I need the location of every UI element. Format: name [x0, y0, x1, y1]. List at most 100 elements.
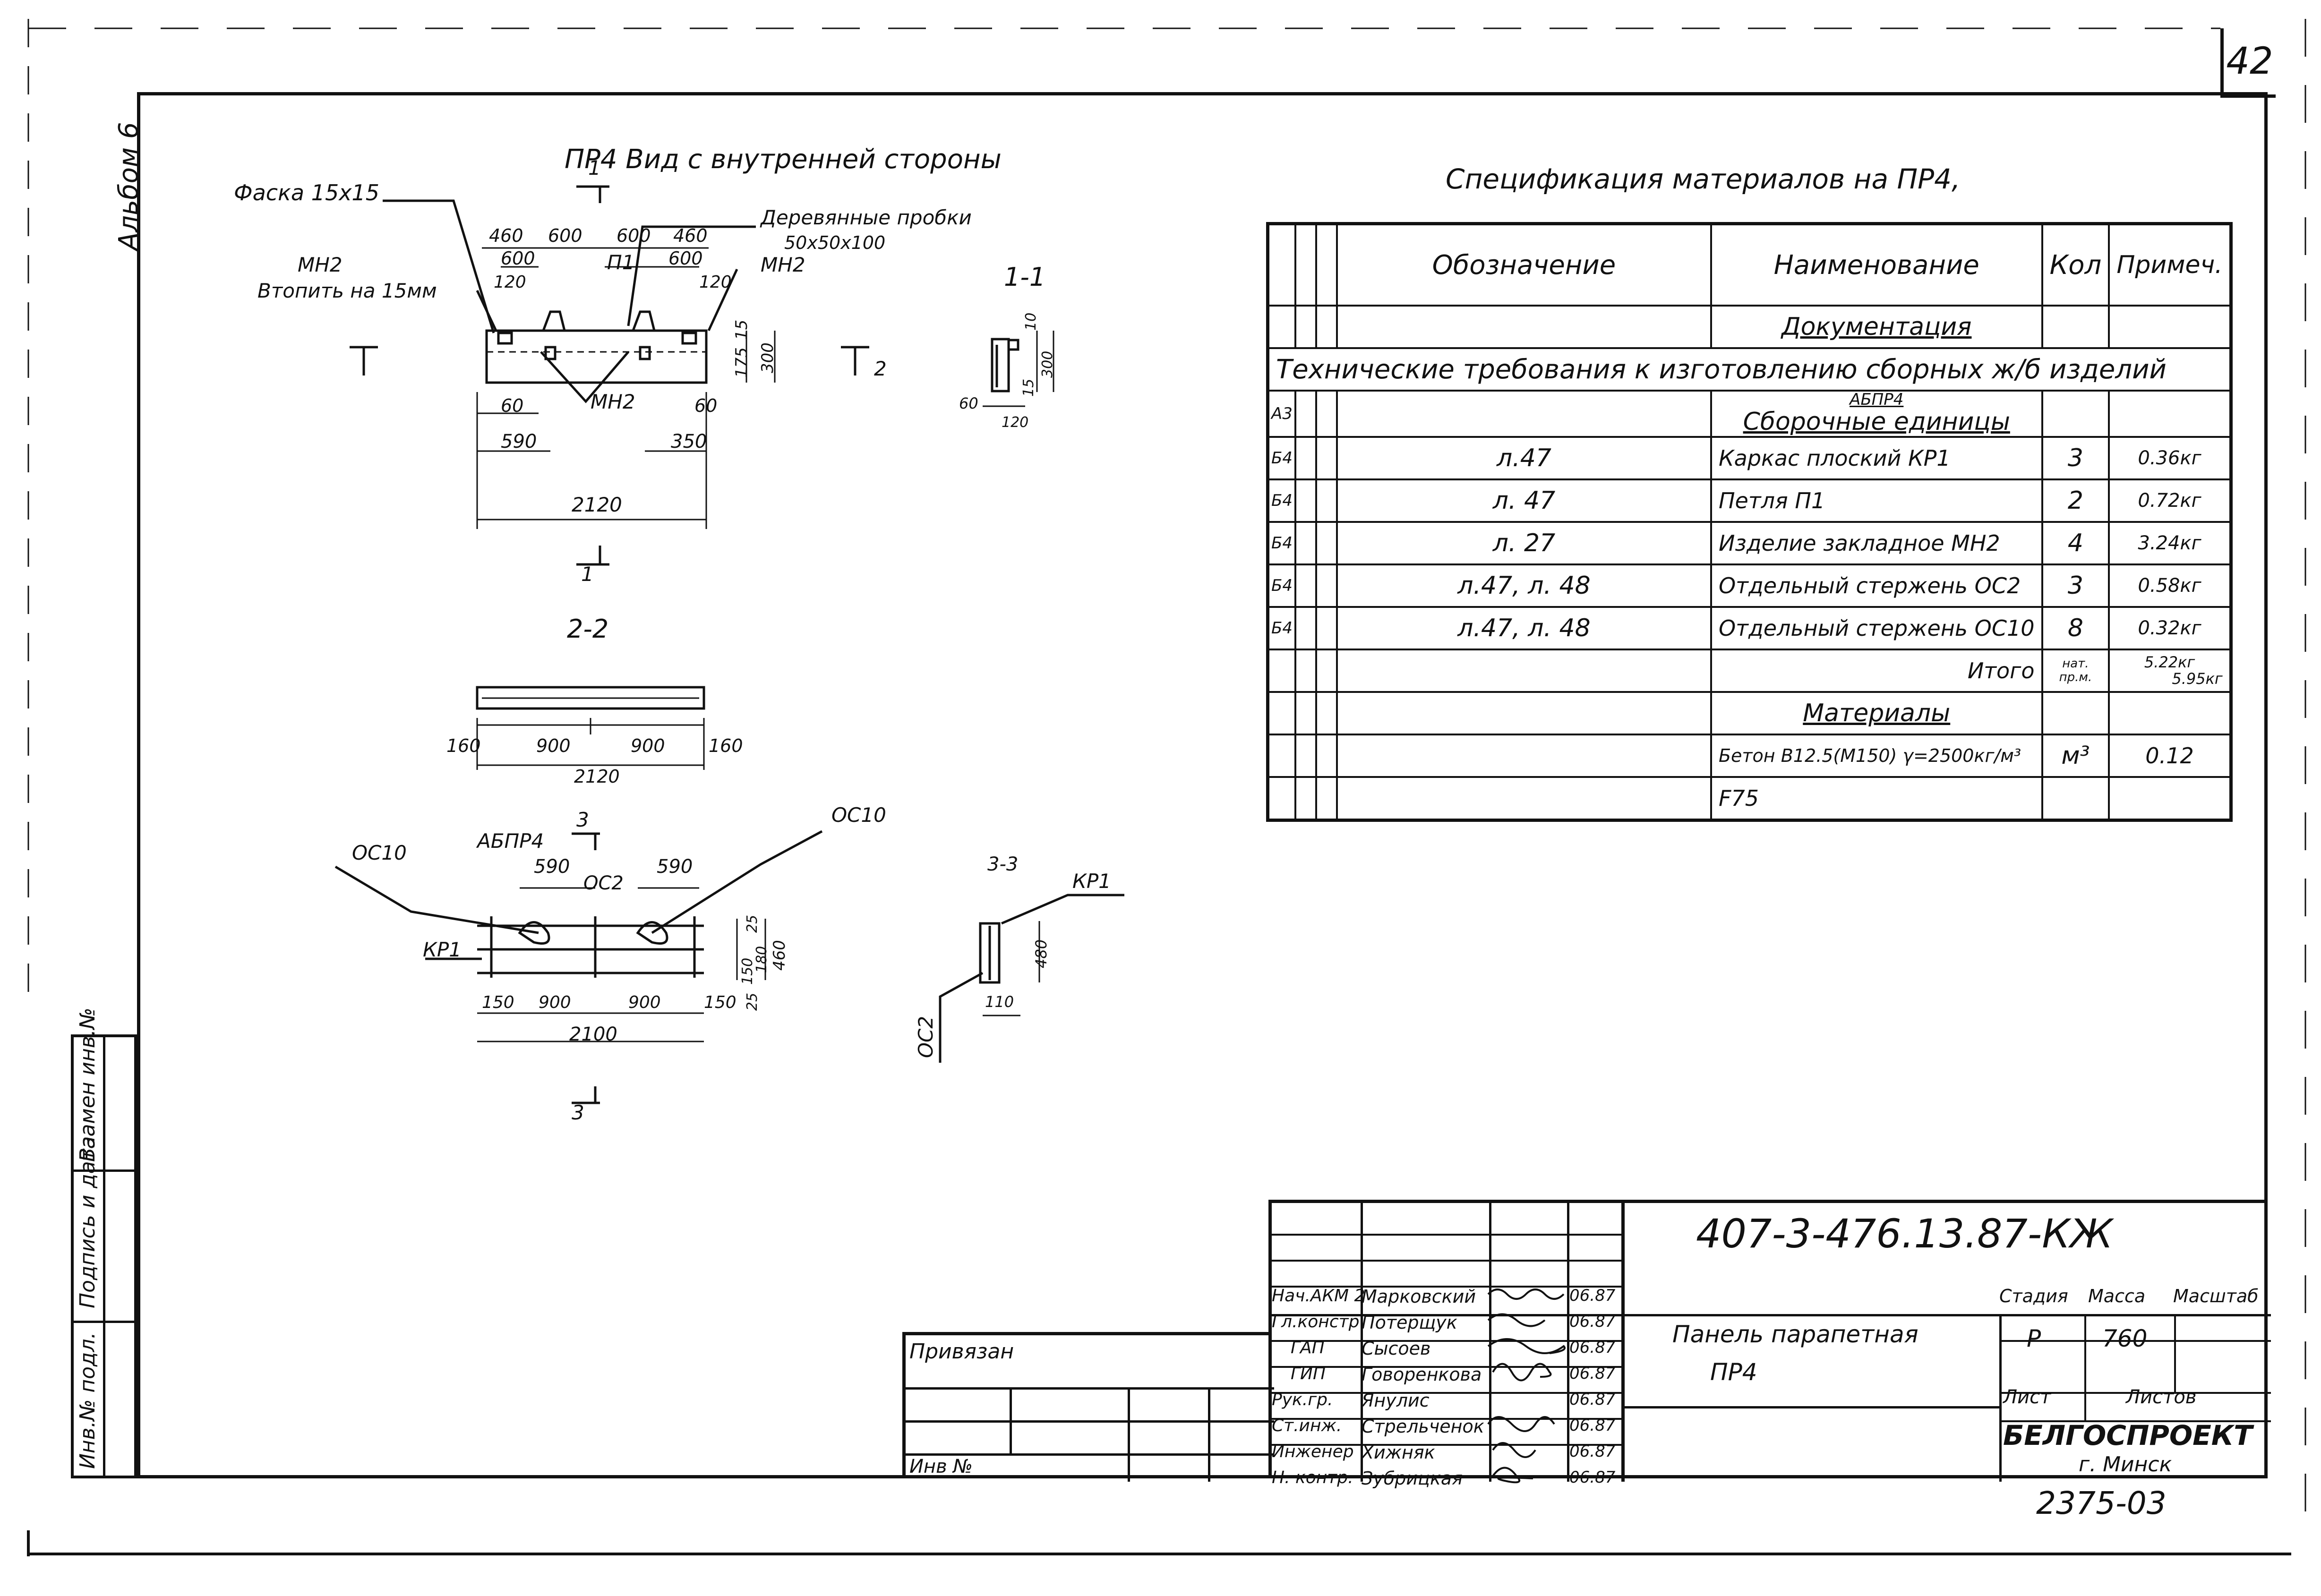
staff-role: Нач.АКМ 2 [1272, 1286, 1365, 1306]
row-note: 0.36кг [2108, 436, 2232, 480]
product-name-line1: Панель парапетная [1672, 1321, 1918, 1348]
sec11-dim-3: 120 [1002, 414, 1029, 431]
dim-top2: 600 [668, 248, 703, 269]
section-3-3 [939, 894, 1124, 1063]
stage-header: Стадия [1999, 1286, 2068, 1306]
staff-date: 06.87 [1569, 1416, 1616, 1435]
label-mn2-note: Втопить на 15мм [257, 279, 437, 302]
staff-role: Инженер [1272, 1442, 1354, 1461]
concrete-unit: м³ [2041, 734, 2110, 778]
label-mn2-top-right: МН2 [761, 253, 805, 276]
row-designation: л.47 [1336, 436, 1712, 480]
label-kp1-left: КР1 [423, 938, 462, 961]
row-note: 0.72кг [2108, 478, 2232, 523]
label-abpr4: АБПР4 [477, 829, 544, 853]
row-designation: л. 47 [1336, 478, 1712, 523]
staff-role: Рук.гр. [1272, 1390, 1333, 1409]
staff-name: Янулис [1362, 1390, 1430, 1411]
staff-role: Гл.констр [1272, 1312, 1360, 1331]
label-mn2-bottom: МН2 [591, 390, 635, 413]
dim-bottom-3: 150 [704, 993, 737, 1012]
row-designation: л.47, л. 48 [1336, 563, 1712, 608]
sec33-dim-0: 110 [985, 993, 1014, 1011]
staff-date: 06.87 [1569, 1390, 1616, 1409]
row-format: Б4 [1267, 521, 1296, 565]
dim-22-0: 160 [446, 735, 481, 756]
dim-350: 350 [671, 431, 707, 452]
staff-name: Сысоев [1362, 1338, 1431, 1359]
label-section-2-2: 2-2 [567, 614, 609, 644]
dim-top-0: 460 [489, 225, 523, 246]
staff-row: ГАП Сысоев 06.87 [1272, 1336, 1621, 1362]
dim-top-4: 460 [673, 225, 708, 246]
spec-row-materials: Материалы [1267, 691, 2232, 735]
dim-top-2: 600 [617, 225, 651, 246]
total-qty: нат. пр.м. [2041, 649, 2110, 693]
dims-33-top-0: 590 [534, 856, 570, 878]
staff-row: Рук.гр. Янулис 06.87 [1272, 1388, 1621, 1414]
table-row: Б4 л.47, л. 48 Отдельный стержень ОС2 3 … [1267, 563, 2232, 608]
row-format: Б4 [1267, 563, 1296, 608]
dims-33-top-1: 590 [657, 856, 693, 878]
row-format: Б4 [1267, 606, 1296, 650]
title-block [1268, 1200, 2271, 1482]
label-mark-3-bottom: 3 [572, 1101, 584, 1124]
spec-table: Обозначение Наименование Кол Примеч. Док… [1266, 222, 2233, 822]
dim-top-1: 600 [548, 225, 582, 246]
sheets-label: Листов [2126, 1386, 2197, 1408]
spec-header-row: Обозначение Наименование Кол Примеч. [1267, 222, 2232, 307]
spec-row-assembly: А3 АБПР4 Сборочные единицы [1267, 390, 2232, 438]
bound-label: Привязан [909, 1340, 1014, 1364]
elevation-view [350, 185, 869, 1104]
sheet-number: 42 [2220, 28, 2276, 98]
label-section-1-1: 1-1 [1004, 262, 1046, 292]
header-name: Наименование [1710, 222, 2043, 307]
staff-row: Н. контр. Зубрицкая 06.87 [1272, 1466, 1621, 1492]
staff-date: 06.87 [1569, 1312, 1616, 1331]
dim-120a: 120 [494, 273, 526, 292]
spec-row-tech-req: Технические требования к изготовлению сб… [1267, 347, 2232, 392]
scale-header: Масштаб [2173, 1286, 2259, 1306]
binding-block [902, 1332, 1274, 1482]
staff-name: Зубрицкая [1362, 1468, 1463, 1489]
label-wood-plugs-size: 50х50х100 [784, 232, 886, 253]
row-note: 0.58кг [2108, 563, 2232, 608]
tech-req-label: Технические требования к изготовлению сб… [1267, 347, 2232, 392]
dim-bottom-2: 900 [628, 993, 661, 1012]
dim-2120: 2120 [572, 493, 622, 516]
row-note: 3.24кг [2108, 521, 2232, 565]
staff-name: Хижняк [1362, 1442, 1435, 1463]
label-mark-3-top: 3 [576, 808, 589, 831]
inv-label: Инв № [909, 1456, 973, 1477]
sec11-dim-2: 60 [959, 394, 978, 412]
label-section-3-3: 3-3 [987, 853, 1019, 875]
spec-row-documentation: Документация [1267, 305, 2232, 349]
row-designation: л.47, л. 48 [1336, 606, 1712, 650]
archive-number: 2375-03 [2036, 1485, 2167, 1521]
assembly-units-label: АБПР4 Сборочные единицы [1710, 390, 2043, 438]
side-stamp [71, 1034, 137, 1478]
row-format: Б4 [1267, 436, 1296, 480]
staff-role: ГИП [1291, 1364, 1326, 1383]
concrete-qty: 0.12 [2108, 734, 2232, 778]
label-oc2: ОС2 [583, 872, 624, 894]
doc-code: 407-3-476.13.87-КЖ [1696, 1211, 2113, 1257]
row-format: Б4 [1267, 478, 1296, 523]
section-2-2 [476, 686, 705, 770]
total-note: 5.22кг 5.95кг [2108, 649, 2232, 693]
label-oc10-right: ОС10 [831, 803, 886, 827]
label-mark-1-bottom: 1 [581, 563, 594, 586]
label-mn2-top-left: МН2 [298, 253, 343, 276]
materials-label: Материалы [1710, 691, 2043, 735]
staff-date: 06.87 [1569, 1364, 1616, 1383]
dim-60a: 60 [501, 395, 524, 416]
row-qty: 8 [2041, 606, 2110, 650]
org-city: г. Минск [2079, 1452, 2172, 1477]
row-designation: л. 27 [1336, 521, 1712, 565]
dim-2100: 2100 [569, 1024, 617, 1045]
row-qty: 3 [2041, 436, 2110, 480]
staff-role: Ст.инж. [1272, 1416, 1342, 1435]
staff-row: Ст.инж. Стрельченок 06.87 [1272, 1414, 1621, 1440]
